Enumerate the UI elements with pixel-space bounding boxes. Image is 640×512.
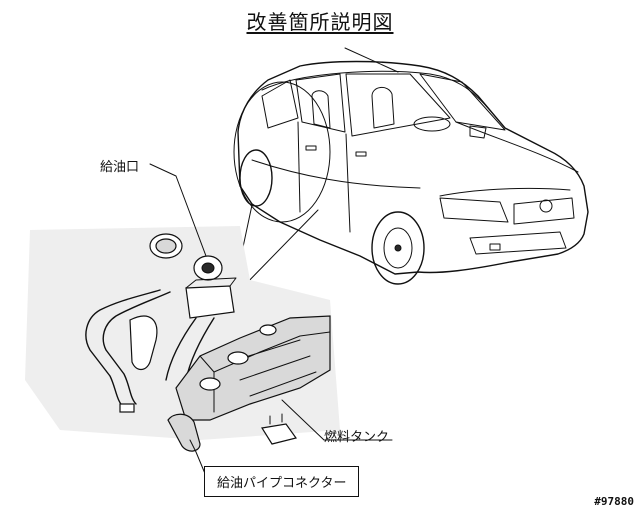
car-grille [513, 197, 575, 225]
car-illustration [233, 47, 589, 285]
filler-housing-top [185, 277, 237, 289]
filler-pipe-left [165, 317, 197, 381]
tank-bracket [261, 423, 298, 445]
label-filler-pipe-connector: 給油パイプコネクター [204, 466, 360, 497]
filler-housing [185, 285, 235, 319]
vent-hose-clip [119, 403, 135, 413]
car-side-crease [251, 159, 421, 189]
car-rear-window [261, 79, 299, 129]
car-steering-wheel [413, 116, 451, 132]
car-rear-door-window [295, 73, 346, 133]
fuel-system-illustration [25, 226, 340, 452]
car-body [237, 60, 589, 275]
leader-fuel-tank [281, 399, 393, 441]
car-mirror [469, 125, 487, 139]
leader-filler-cap [149, 163, 207, 257]
car-bumper-top [439, 187, 571, 197]
fuel-tank-port-1 [199, 377, 221, 391]
vent-hose-inner [102, 291, 171, 405]
callout-line-right [239, 209, 319, 291]
vent-hose-outer [85, 289, 161, 409]
label-fuel-tank: 燃料タンク [324, 430, 390, 445]
car-lower-bumper [469, 231, 567, 255]
leader-filler-pipe-connector [189, 439, 207, 477]
reference-number: #97880 [594, 495, 634, 508]
label-filler-cap: 給油口 [100, 160, 140, 175]
car-front-hub-center [394, 244, 402, 252]
car-front-door-window [345, 73, 451, 137]
filler-pipe-connector-part [167, 413, 201, 452]
fuel-tank-port-3 [259, 324, 277, 336]
highlight-ellipse [233, 81, 331, 223]
car-front-wheel [371, 211, 425, 285]
car-fog-light [489, 243, 501, 251]
car-door-line-1 [297, 121, 301, 213]
car-roofline [261, 70, 489, 109]
tank-bracket-bolts [269, 413, 283, 425]
car-seat-rear [311, 90, 331, 129]
page-title: 改善箇所説明図 [246, 10, 394, 34]
filler-pipe-bellows [129, 315, 158, 371]
car-rear-wheel [239, 149, 273, 207]
car-windshield [419, 73, 506, 131]
cap-ring-inner [155, 238, 177, 254]
car-door-handle-rear [305, 145, 317, 151]
car-front-hub [383, 227, 413, 269]
car-headlight [439, 197, 509, 223]
filler-cap-center [201, 262, 215, 274]
fuel-tank-port-2 [227, 351, 249, 365]
car-seat-front [371, 87, 395, 129]
car-hood-line [455, 121, 579, 173]
car-antenna [344, 47, 399, 73]
car-door-line-2 [345, 133, 351, 233]
car-door-handle-front [355, 151, 367, 157]
car-logo [539, 199, 553, 213]
